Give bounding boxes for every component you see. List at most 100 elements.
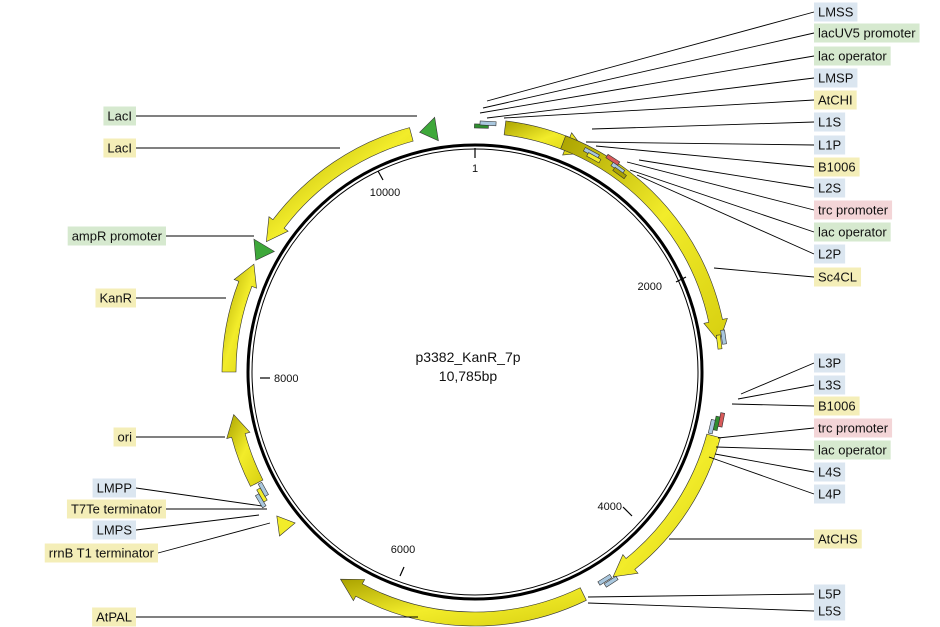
label-text: trc promoter xyxy=(818,421,889,436)
label-background xyxy=(814,90,857,110)
label-text: L1P xyxy=(818,138,841,153)
label-background xyxy=(814,178,846,198)
ampr-promoter-promoter-arrow xyxy=(253,238,275,261)
tick-mark xyxy=(377,170,384,181)
label-text: LacI xyxy=(107,141,132,156)
label-lac-operator: lac operator xyxy=(814,222,891,242)
label-background xyxy=(67,226,166,246)
label-background xyxy=(103,138,136,158)
label-text: T7Te terminator xyxy=(71,502,163,517)
label-background xyxy=(814,244,846,264)
leader-line xyxy=(486,11,815,102)
label-b1006: B1006 xyxy=(814,157,860,177)
label-kanr: KanR xyxy=(95,288,136,308)
label-text: AtPAL xyxy=(96,610,132,625)
leader-line xyxy=(731,403,815,407)
site-marker xyxy=(479,120,497,127)
label-background xyxy=(92,607,136,627)
plasmid-length: 10,785bp xyxy=(439,368,498,384)
laci-promoter-arrow xyxy=(419,116,439,142)
label-background xyxy=(814,2,858,22)
tick-mark xyxy=(675,276,687,283)
label-lacuv5-promoter: lacUV5 promoter xyxy=(814,23,920,43)
label-text: L3S xyxy=(818,378,841,393)
label-background xyxy=(814,135,846,155)
label-text: AtCHI xyxy=(818,93,853,108)
ori-cds-arrow xyxy=(226,413,264,487)
label-background xyxy=(92,520,136,540)
label-lac-operator: lac operator xyxy=(814,440,891,460)
tick-mark xyxy=(622,506,633,517)
label-background xyxy=(814,23,920,43)
leader-line xyxy=(486,77,815,119)
site-marker xyxy=(257,481,269,497)
leader-line xyxy=(587,602,815,612)
label-text: KanR xyxy=(99,291,132,306)
label-l1p: L1P xyxy=(814,135,846,155)
label-background xyxy=(95,288,136,308)
label-leader-lines xyxy=(135,11,815,618)
label-l2s: L2S xyxy=(814,178,846,198)
label-background xyxy=(814,267,862,287)
label-text: LMSS xyxy=(818,5,854,20)
leader-line xyxy=(135,514,260,531)
label-background xyxy=(814,440,891,460)
label-text: Sc4CL xyxy=(818,270,857,285)
label-text: L2S xyxy=(818,181,841,196)
label-l5s: L5S xyxy=(814,601,846,621)
leader-line xyxy=(479,55,815,114)
feature-labels: LMSS lacUV5 promoter lac operator LMSP AtCHI… xyxy=(44,2,920,627)
label-trc-promoter: trc promoter xyxy=(814,418,893,438)
label-background xyxy=(814,222,891,242)
label-sc4cl: Sc4CL xyxy=(814,267,862,287)
label-text: L3P xyxy=(818,356,841,371)
label-laci: LacI xyxy=(103,138,136,158)
label-atchs: AtCHS xyxy=(814,529,862,549)
label-background xyxy=(814,157,860,177)
site-marker xyxy=(720,329,727,345)
leader-line xyxy=(740,362,815,395)
label-ori: ori xyxy=(113,427,136,447)
atpal-cds-arrow xyxy=(339,578,587,627)
label-text: L4S xyxy=(818,465,841,480)
site-marker xyxy=(603,575,619,588)
leader-line xyxy=(587,593,815,598)
feature-arrows xyxy=(221,116,728,627)
site-marker xyxy=(586,152,602,164)
tick-label: 4000 xyxy=(598,501,622,513)
tick-label: 6000 xyxy=(391,544,415,556)
label-l3p: L3P xyxy=(814,353,846,373)
label-background xyxy=(814,601,846,621)
label-background xyxy=(113,427,136,447)
label-background xyxy=(814,418,893,438)
label-text: B1006 xyxy=(818,160,856,175)
label-text: LacI xyxy=(107,109,132,124)
rrnb-t1-terminator-terminator-arrow xyxy=(276,515,296,537)
leader-line xyxy=(591,121,815,130)
tick-label: 8000 xyxy=(274,373,298,385)
label-lmsp: LMSP xyxy=(814,68,858,88)
label-text: ampR promoter xyxy=(72,229,163,244)
leader-line xyxy=(636,174,815,255)
label-text: L4P xyxy=(818,487,841,502)
label-background xyxy=(814,353,846,373)
leader-line xyxy=(714,453,815,473)
site-marker xyxy=(612,166,627,180)
laci-cds-arrow xyxy=(266,127,414,243)
leader-line xyxy=(595,145,815,168)
leader-line xyxy=(157,522,271,554)
label-l3s: L3S xyxy=(814,375,846,395)
label-text: L5S xyxy=(818,604,841,619)
site-marker xyxy=(597,573,613,586)
label-background xyxy=(814,462,846,482)
backbone-circle xyxy=(246,143,704,601)
leader-line xyxy=(503,99,815,119)
site-marker xyxy=(707,419,716,435)
label-l4s: L4S xyxy=(814,462,846,482)
label-background xyxy=(814,584,846,604)
label-lmps: LMPS xyxy=(92,520,136,540)
site-markers xyxy=(254,120,727,588)
label-rrnb-t1-terminator: rrnB T1 terminator xyxy=(44,543,158,563)
